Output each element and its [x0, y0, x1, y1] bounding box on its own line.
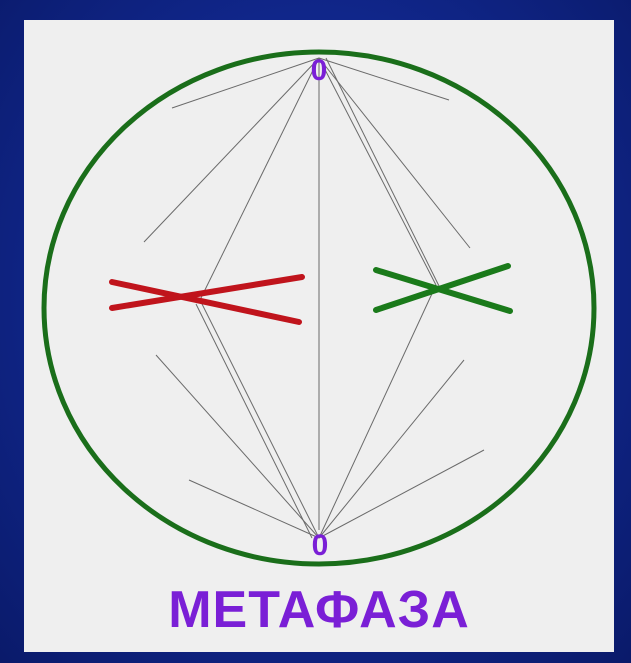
metaphase-diagram: 0 0: [24, 20, 614, 652]
centriole-top-icon: 0: [311, 54, 328, 87]
chromosome-right: [376, 266, 510, 311]
diagram-panel: 0 0 МЕТАФАЗА: [24, 20, 614, 652]
chromosome-left: [112, 277, 302, 322]
diagram-caption: МЕТАФАЗА: [24, 580, 614, 640]
centriole-bottom-icon: 0: [312, 529, 329, 562]
